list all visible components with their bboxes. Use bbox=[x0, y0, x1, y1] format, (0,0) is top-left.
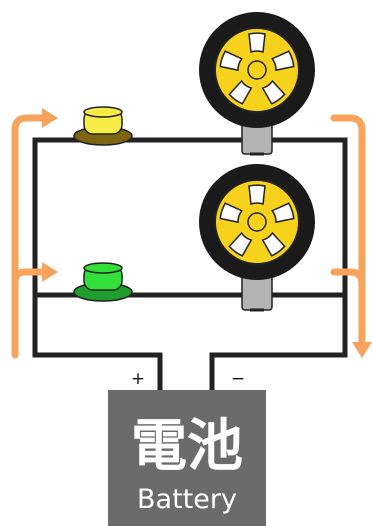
battery-label-ja: 電池 bbox=[131, 414, 243, 479]
current-arrows bbox=[11, 114, 366, 359]
battery-label-en: Battery bbox=[137, 484, 237, 515]
arrowhead-left-top bbox=[42, 108, 58, 128]
battery-positive-label: + bbox=[131, 369, 145, 389]
current-arrowheads bbox=[42, 108, 372, 358]
push-button-yellow-top bbox=[83, 106, 123, 118]
push-button-green-top bbox=[83, 262, 123, 274]
wires bbox=[32, 137, 348, 395]
battery: 電池 Battery bbox=[108, 390, 266, 526]
battery-body bbox=[108, 390, 266, 526]
motor-top-wheel-spokes bbox=[219, 32, 295, 105]
motor-top bbox=[199, 12, 315, 156]
battery-negative-label: − bbox=[231, 369, 245, 389]
right-current-arrow-top bbox=[330, 114, 366, 349]
arrowhead-right-down bbox=[352, 342, 372, 358]
left-current-arrow-top bbox=[11, 114, 48, 359]
push-button-yellow bbox=[73, 106, 133, 146]
motor-bottom-axle bbox=[247, 212, 267, 232]
left-rail-wire bbox=[32, 137, 163, 395]
right-current-arrow-bottom bbox=[330, 268, 366, 288]
motor-bottom bbox=[199, 164, 315, 312]
right-rail-wire bbox=[209, 137, 348, 395]
motor-bottom-wheel-spokes bbox=[219, 184, 295, 257]
push-button-green bbox=[73, 262, 133, 302]
motor-top-axle bbox=[247, 60, 267, 80]
left-current-arrow-bottom bbox=[11, 268, 48, 286]
arrowhead-left-bottom bbox=[42, 262, 58, 282]
